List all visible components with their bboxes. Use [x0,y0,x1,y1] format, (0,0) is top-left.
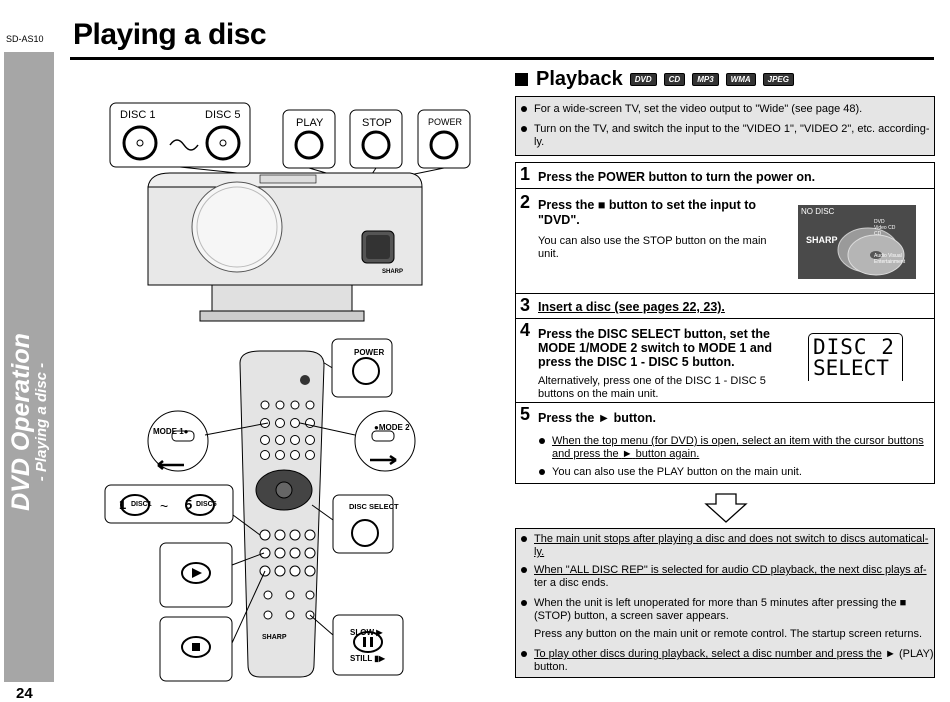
still-label: STILL ▮▶ [350,654,385,663]
remote-power-label: POWER [354,348,385,357]
disc1-key-label: DISC1 [131,501,152,508]
disc5-label: DISC 5 [205,109,241,121]
sidebar-label: DVD Operation - Playing a disc - [7,333,50,511]
format-badge-cd: CD [663,73,686,86]
note-item: When "ALL DISC REP" is selected for audi… [516,564,927,577]
step-1: 1 Press the POWER button to turn the pow… [516,163,934,189]
slow-label: SLOW ▶ [350,628,383,637]
step5-note-1: When the top menu (for DVD) is open, sel… [534,435,924,448]
precaution-notes: For a wide-screen TV, set the video outp… [515,96,935,156]
disc1-label: DISC 1 [120,109,156,121]
note-item: The main unit stops after playing a disc… [516,533,928,546]
page-number: 24 [16,685,33,702]
note-item: For a wide-screen TV, set the video outp… [516,103,862,116]
remote-brand: SHARP [262,634,287,641]
stop-square-icon: ■ [597,198,606,212]
play-triangle-icon: ► [884,648,896,660]
disc-select-label: DISC SELECT [349,502,399,511]
mode2-label: ●MODE 2 [374,423,410,432]
step-3: 3 Insert a disc (see pages 22, 23). [516,294,934,319]
key5-label: 5 [185,497,193,512]
step-4: 4 Press the DISC SELECT button, set the … [516,319,934,403]
sidebar: DVD Operation - Playing a disc - [4,52,54,682]
unit-brand: SHARP [382,269,404,275]
lcd-display: DISC 2 SELECT [808,333,903,381]
step5-note-1-cont: and press the ► button again. [552,448,700,460]
device-illustration [104,102,471,682]
power-label: POWER [428,117,463,127]
format-badge-jpeg: JPEG [762,73,794,86]
note-item: Turn on the TV, and switch the input to … [516,123,930,136]
note-item: To play other discs during playback, sel… [516,648,934,661]
page-title: Playing a disc [73,18,267,51]
disc5-key-label: DISC5 [196,501,217,508]
format-badge-dvd: DVD [629,73,657,86]
play-triangle-icon: ► [597,411,611,425]
playback-heading: Playback DVD CD MP3 WMA JPEG [515,68,794,91]
key1-label: 1 [119,497,127,512]
tilde-label: ~ [160,498,169,514]
stop-label: STOP [362,117,392,129]
note-item-cont: ly. [534,136,545,148]
stop-square-icon: ■ [899,597,907,609]
step-2: 2 Press the ■ button to set the input to… [516,189,934,294]
step-5: 5 Press the ► button. When the top menu … [520,404,924,479]
down-arrow-icon [704,493,748,523]
mode1-label: MODE 1● [153,427,189,436]
step5-note-2: You can also use the PLAY button on the … [534,466,802,479]
title-rule [70,57,934,60]
play-triangle-icon: ► [621,448,633,460]
steps-box: 1 Press the POWER button to turn the pow… [515,162,935,484]
model-number: SD-AS10 [6,34,44,44]
play-label: PLAY [296,117,324,129]
note-item: When the unit is left unoperated for mor… [516,597,906,610]
heading-square-icon [515,73,528,86]
format-badge-wma: WMA [725,73,756,86]
format-badge-mp3: MP3 [692,73,719,86]
playback-notes: The main unit stops after playing a disc… [515,528,935,678]
